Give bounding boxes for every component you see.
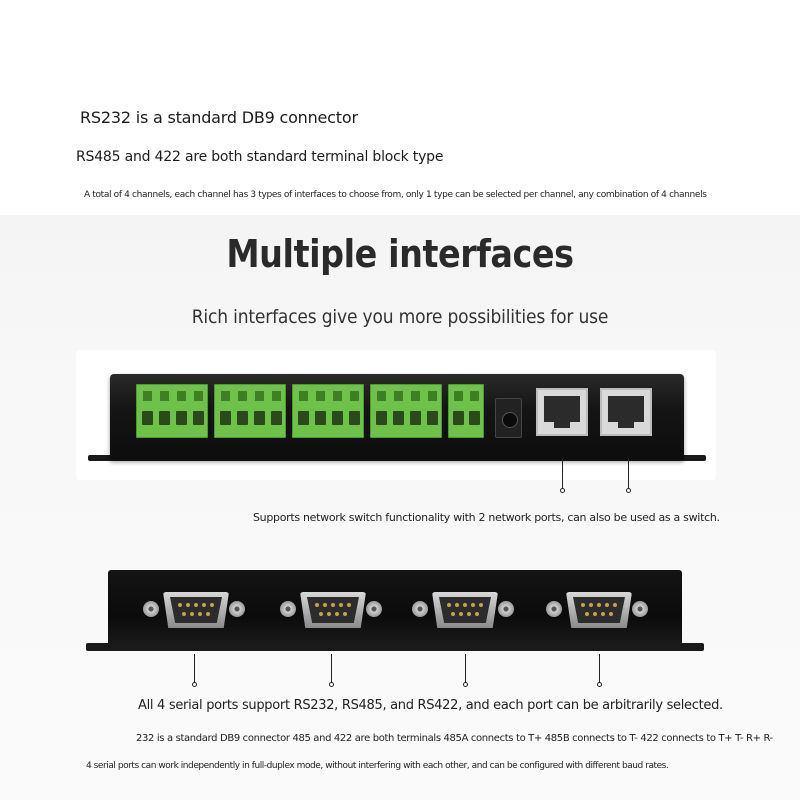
callout-dot-port-1 [560,488,565,493]
db9-serial-port-2 [280,590,388,630]
section-subtitle: Rich interfaces give you more possibilit… [191,306,609,328]
callout-line-serial-4 [599,654,600,683]
terminal-block-4 [370,384,442,438]
callout-line-port-1 [562,458,563,489]
section-title: Multiple interfaces [226,232,574,276]
db9-serial-port-1 [143,590,251,630]
db9-serial-port-4 [546,590,654,630]
ethernet-port-2 [600,388,652,436]
callout-dot-serial-2 [329,682,334,687]
rear-panel-flange [86,643,704,651]
db9-serial-port-3 [412,590,520,630]
callout-dot-serial-1 [192,682,197,687]
callout-line-port-2 [628,458,629,489]
callout-line-serial-1 [194,654,195,683]
callout-dot-serial-3 [463,682,468,687]
terminal-block-1 [136,384,208,438]
intro-rs485-422: RS485 and 422 are both standard terminal… [76,149,444,165]
terminal-block-2 [214,384,286,438]
terminal-block-3 [292,384,364,438]
dc-power-jack [495,398,522,438]
callout-line-serial-3 [465,654,466,683]
background-band [0,215,800,800]
callout-line-serial-2 [331,654,332,683]
callout-dot-port-2 [626,488,631,493]
power-terminal-block [448,384,484,438]
intro-rs232: RS232 is a standard DB9 connector [80,108,358,127]
intro-channels: A total of 4 channels, each channel has … [84,190,707,200]
wiring-note: 232 is a standard DB9 connector 485 and … [136,733,773,744]
duplex-note: 4 serial ports can work independently in… [86,761,669,771]
serial-ports-caption: All 4 serial ports support RS232, RS485,… [138,698,723,713]
ethernet-port-1 [536,388,588,436]
network-ports-caption: Supports network switch functionality wi… [253,511,720,524]
callout-dot-serial-4 [597,682,602,687]
